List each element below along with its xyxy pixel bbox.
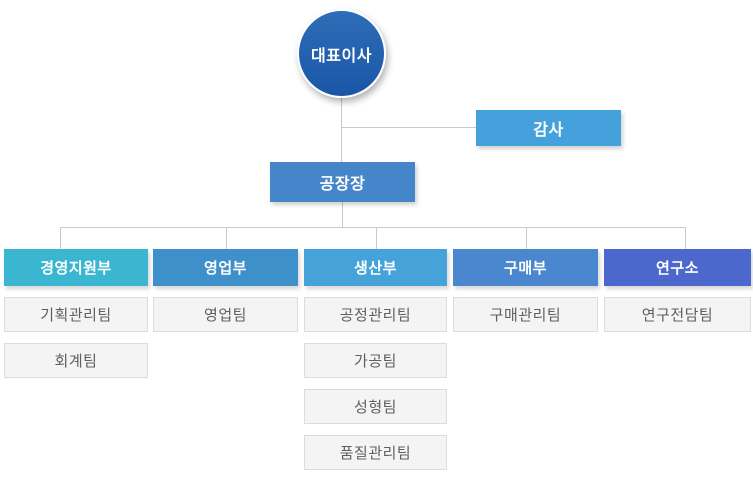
dept-node-research: 연구소 <box>604 249 751 286</box>
team-node: 영업팀 <box>153 297 298 332</box>
connector-manager-to-bus <box>342 202 343 227</box>
team-node: 회계팀 <box>4 343 148 378</box>
connector-drop-2 <box>226 227 227 249</box>
connector-to-auditor <box>342 127 476 128</box>
connector-ceo-to-manager <box>341 98 342 162</box>
ceo-label: 대표이사 <box>311 47 372 65</box>
connector-drop-1 <box>60 227 61 249</box>
connector-drop-4 <box>526 227 527 249</box>
plant-manager-label: 공장장 <box>319 176 366 193</box>
team-node: 품질관리팀 <box>304 435 447 470</box>
auditor-node: 감사 <box>476 110 621 146</box>
dept-node-purchasing: 구매부 <box>453 249 598 286</box>
dept-node-management-support: 경영지원부 <box>4 249 148 286</box>
connector-drop-3 <box>376 227 377 249</box>
team-node: 기획관리팀 <box>4 297 148 332</box>
ceo-node: 대표이사 <box>297 9 386 98</box>
connector-drop-5 <box>685 227 686 249</box>
auditor-label: 감사 <box>533 122 564 139</box>
team-node: 구매관리팀 <box>453 297 598 332</box>
team-node: 연구전담팀 <box>604 297 751 332</box>
team-node: 가공팀 <box>304 343 447 378</box>
team-node: 공정관리팀 <box>304 297 447 332</box>
team-node: 성형팀 <box>304 389 447 424</box>
dept-node-sales: 영업부 <box>153 249 298 286</box>
dept-node-production: 생산부 <box>304 249 447 286</box>
plant-manager-node: 공장장 <box>270 162 415 202</box>
connector-department-bus <box>60 227 686 228</box>
